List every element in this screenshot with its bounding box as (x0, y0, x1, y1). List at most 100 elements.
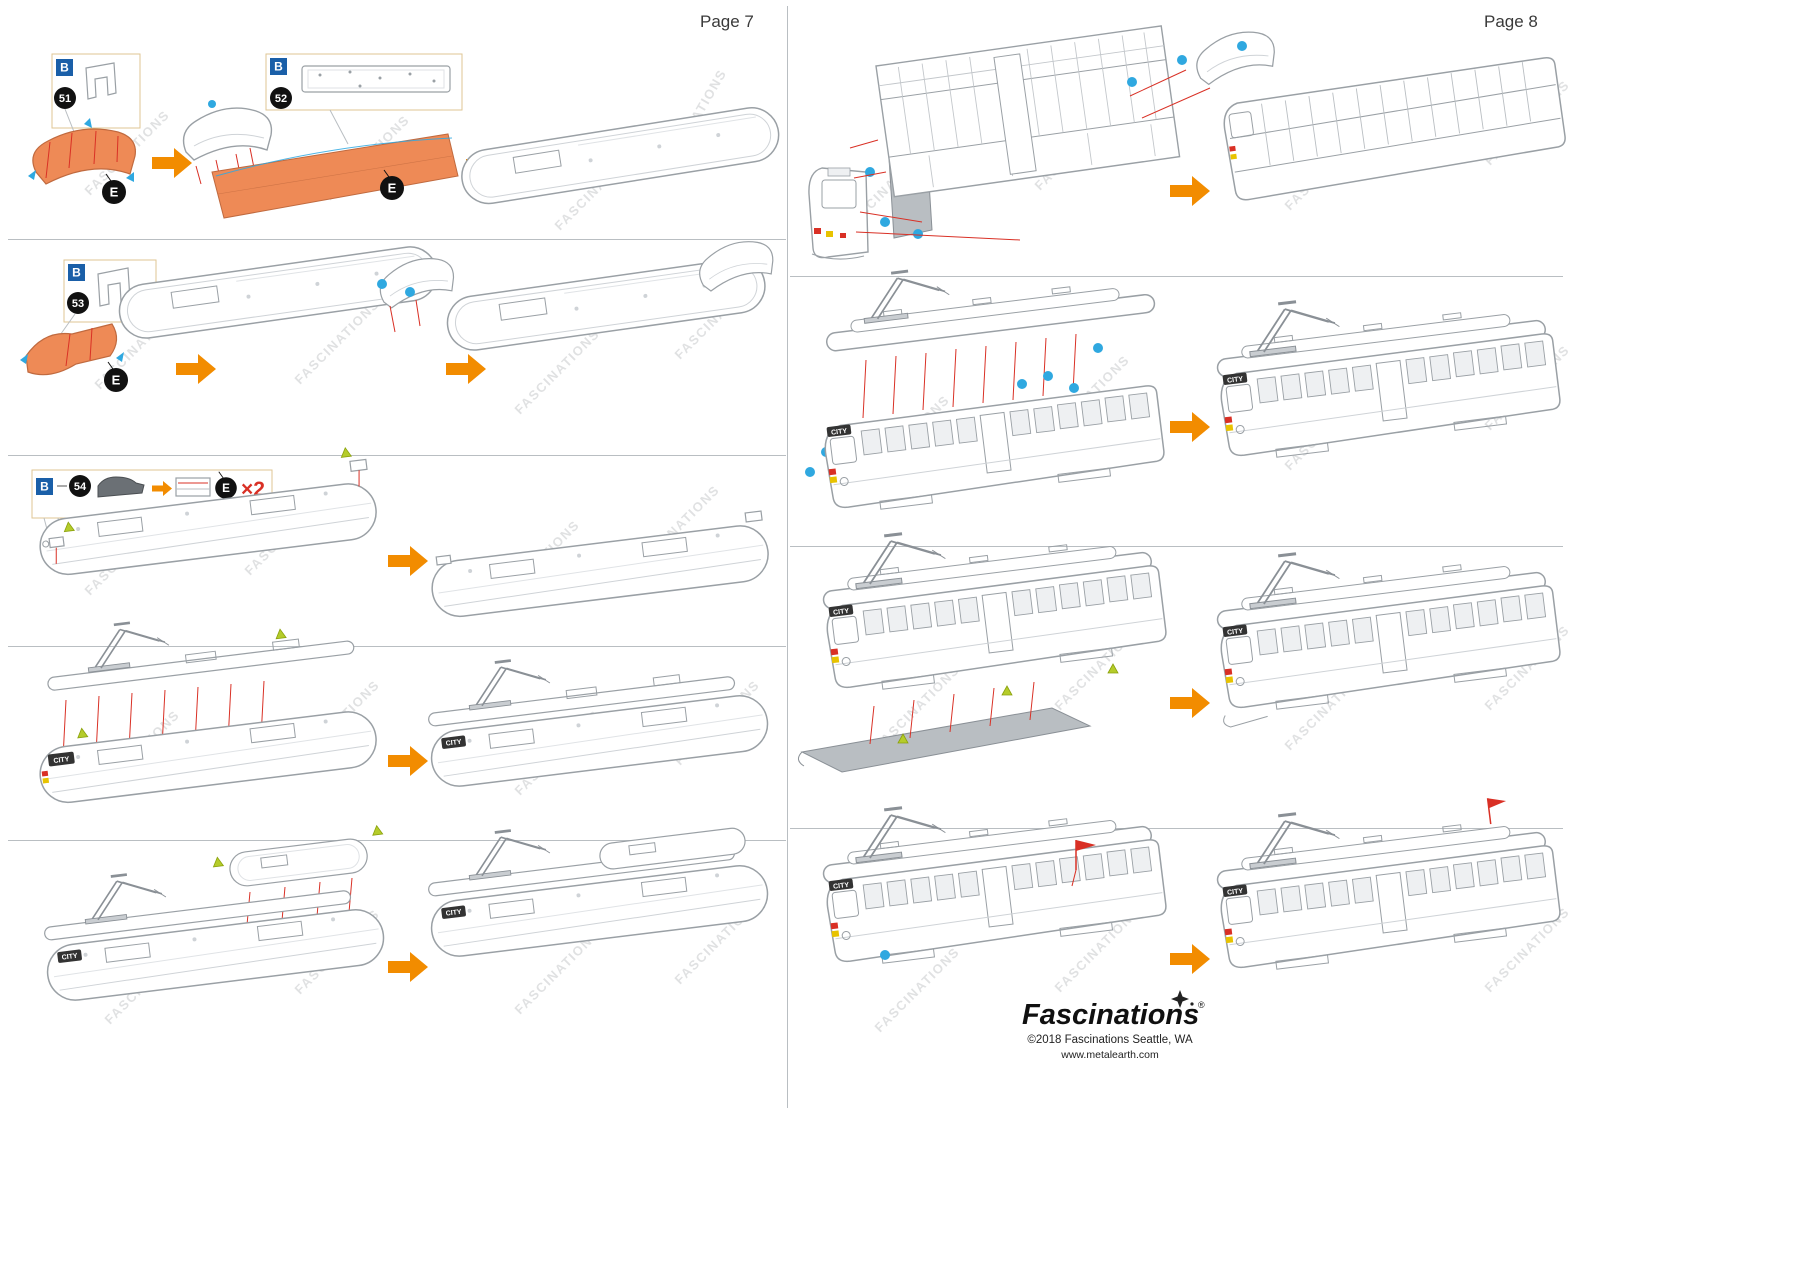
next-step-arrow-icon (1170, 688, 1210, 718)
copyright-text: ©2018 Fascinations Seattle, WA (1027, 1034, 1193, 1046)
separator-right-3 (790, 828, 1563, 829)
tab-marker-dot (1127, 77, 1137, 87)
city-sign-label: CITY (53, 756, 70, 765)
floor-piece (800, 707, 1092, 773)
part-letter-label: B (274, 60, 283, 74)
tab-marker-dot (405, 287, 415, 297)
next-step-arrow-icon (1170, 412, 1210, 442)
sparkle-icon (1171, 990, 1189, 1008)
separator-left-4 (8, 840, 786, 841)
assembled-roof-piece (457, 103, 784, 209)
tram-with-floor (1204, 523, 1564, 728)
roof-with-cap-exploded (115, 242, 458, 343)
tab-marker-dot (880, 950, 890, 960)
deck-attach-row: FASCINATIONS FASCINATIONS FASCINATIONS F… (36, 617, 772, 807)
callout-part-52: B 52 (265, 53, 463, 145)
tram-body: CITY (36, 707, 381, 807)
sidewall-exploded (808, 25, 1279, 260)
tram-body (821, 384, 1168, 516)
city-sign-label: CITY (445, 909, 462, 918)
flag-attached (1486, 798, 1507, 825)
part-letter-label: B (40, 480, 49, 494)
registered-mark: ® (1198, 1000, 1205, 1010)
fold-arrow-icon (116, 352, 124, 362)
step-51-52-row: FASCINATIONS FASCINATIONS FASCINATIONS F… (28, 53, 784, 233)
brand-logo: Fascinations ® ©2018 Fascinations Seattl… (1022, 990, 1205, 1061)
attach-point-triangle (1001, 685, 1013, 696)
next-step-arrow-icon (388, 746, 428, 776)
part-letter-badge (68, 264, 85, 281)
part-letter-badge (36, 478, 53, 495)
page-8-label: Page 8 (1484, 12, 1538, 31)
next-step-arrow-icon (388, 952, 428, 982)
body-with-small-parts (36, 446, 381, 579)
tab-marker-dot (1093, 343, 1103, 353)
next-step-arrow-icon (388, 546, 428, 576)
tab-marker-dot (880, 217, 890, 227)
part-letter-badge (56, 59, 73, 76)
tram-assembled (1211, 271, 1563, 463)
tram-with-deck: CITY (43, 868, 388, 1005)
attach-point-triangle (76, 727, 89, 739)
deck-exploded: CITY (36, 617, 381, 807)
tab-marker-dot (377, 279, 387, 289)
deck-assembled-tram: CITY (427, 654, 772, 791)
next-step-arrow-icon (1170, 944, 1210, 974)
side-wall (875, 25, 1181, 198)
rear-roof-attach-row: FASCINATIONS FASCINATIONS FASCINATIONS F… (43, 824, 772, 1027)
fold-arrow-icon (84, 118, 92, 128)
rear-roof-piece (211, 824, 384, 887)
roof-attach-row: FASCINATIONS FASCINATIONS FASCINATIONS F… (805, 265, 1573, 516)
rear-roof-exploded: CITY (43, 824, 388, 1005)
tab-marker-dot (208, 100, 216, 108)
part-number-label: 53 (72, 298, 84, 310)
page-7-label: Page 7 (700, 12, 754, 31)
step-53-row: FASCINATIONS FASCINATIONS FASCINATIONS F… (20, 237, 777, 417)
page-divider (787, 6, 788, 1108)
roof-with-cap-assembled (443, 237, 777, 355)
fold-arrow-icon (126, 172, 134, 182)
part-number-label: 51 (59, 93, 71, 105)
part-number-label: 52 (275, 93, 287, 105)
front-cab-piece (808, 167, 869, 260)
fold-arrow-icon (28, 170, 36, 180)
tab-marker-dot (913, 229, 923, 239)
open-frame-assembled (1220, 55, 1569, 203)
separator-left-2 (8, 455, 786, 456)
separator-left-3 (8, 646, 786, 647)
tab-marker-dot (1069, 383, 1079, 393)
floor-exploded (798, 503, 1168, 773)
tab-marker-dot (1237, 41, 1247, 51)
flag-exploded (817, 777, 1169, 969)
separator-left-1 (8, 239, 786, 240)
next-step-arrow-icon (446, 354, 486, 384)
city-sign-label: CITY (61, 953, 78, 962)
city-sign-label: CITY (445, 739, 462, 748)
step-54-row: FASCINATIONS FASCINATIONS FASCINATIONS F… (31, 446, 773, 621)
part-orange-panel (20, 323, 129, 393)
subassembly-roof-cap-panel (182, 100, 459, 219)
part-letter-badge (270, 58, 287, 75)
final-assembly-row: FASCINATIONS FASCINATIONS FASCINATIONS F… (790, 828, 1573, 1061)
part-letter-label: B (60, 61, 69, 75)
attach-point-triangle (211, 856, 224, 868)
rear-roof-assembled-tram: CITY (427, 824, 772, 961)
separator-right-1 (790, 276, 1563, 277)
part-orange-roof-cap (28, 118, 136, 205)
fold-arrow-icon (20, 354, 28, 364)
floor-attach-row: FASCINATIONS FASCINATIONS FASCINATIONS F… (798, 546, 1573, 773)
body-assembled (428, 510, 773, 621)
roof-body-exploded (805, 265, 1168, 516)
flag-piece (1075, 840, 1096, 870)
part-number-label: 54 (74, 481, 87, 493)
tab-marker-dot (805, 467, 815, 477)
roof-end-cap (1192, 27, 1279, 87)
separator-right-2 (790, 546, 1563, 547)
sidewall-assembly-row: FASCINATIONS FASCINATIONS FASCINATIONS F… (808, 25, 1573, 260)
finished-tram (1211, 783, 1563, 975)
next-step-arrow-icon (1170, 176, 1210, 206)
sparkle-dot-icon (1190, 1002, 1194, 1006)
brand-name: Fascinations (1022, 999, 1199, 1031)
tab-marker-dot (1043, 371, 1053, 381)
